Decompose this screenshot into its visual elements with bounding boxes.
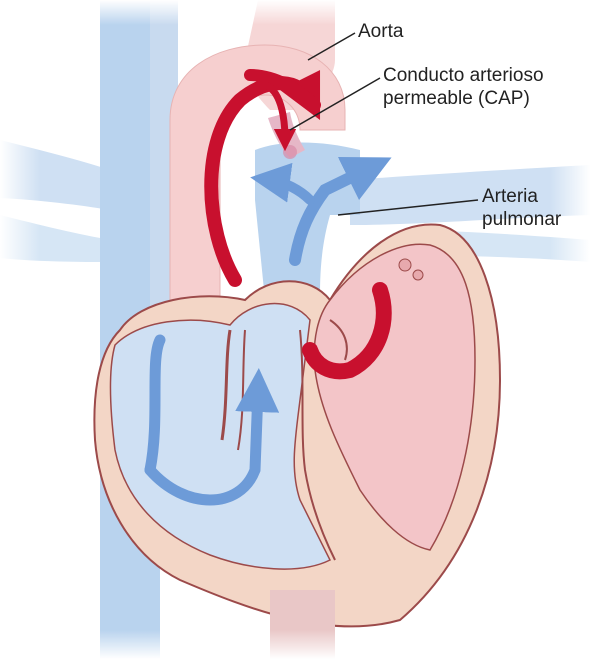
aorta-label: Aorta: [358, 21, 403, 43]
pulmonary-artery-label-line1: Arteria: [482, 186, 538, 208]
cap-label-line2: permeable (CAP): [383, 88, 530, 110]
cap-label-line1: Conducto arterioso: [383, 65, 544, 87]
pulmonary-artery-label-line2: pulmonar: [482, 209, 561, 231]
